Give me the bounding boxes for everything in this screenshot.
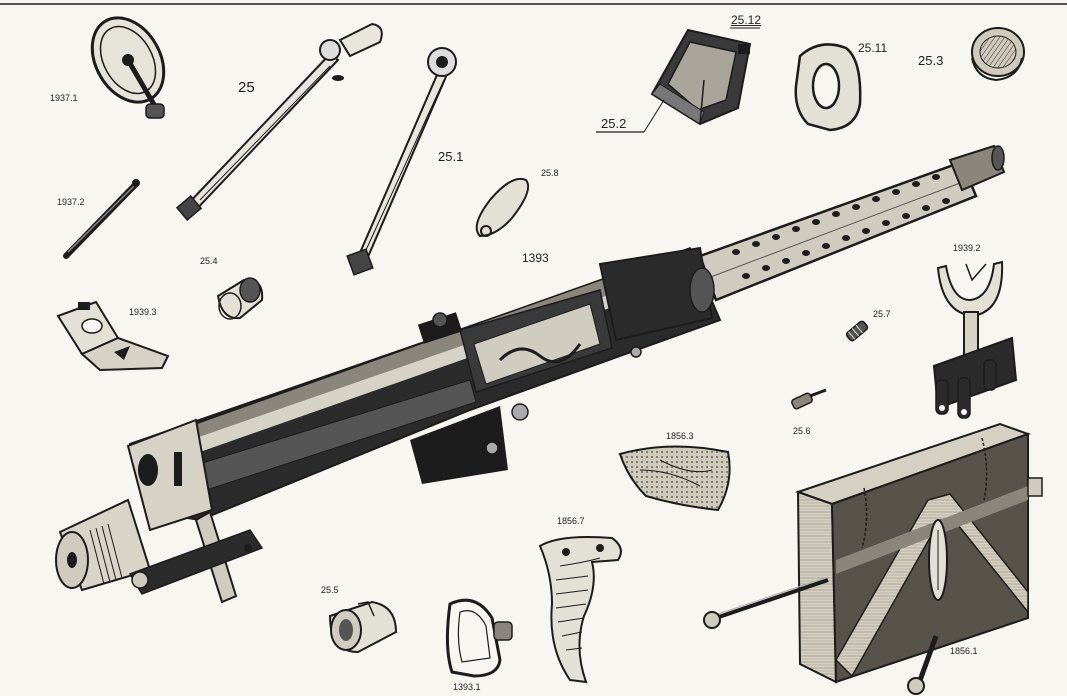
label-25-6: 25.6 [793,426,811,436]
label-1856-3: 1856.3 [666,431,694,441]
part-25-12-feed-guide [596,27,760,133]
label-25-2: 25.2 [601,116,627,131]
label-25-3: 25.3 [918,53,944,68]
part-1393-1-stirrup [445,598,513,678]
label-1937-1: 1937.1 [50,93,78,103]
part-25-4-bushing [216,277,264,320]
part-25-11-plate [794,43,862,132]
barrel-cooling-holes [732,174,950,279]
part-25-5-sleeve [328,600,398,654]
label-25-5: 25.5 [321,585,339,595]
label-25: 25 [238,79,255,96]
part-25-3-cap [971,27,1025,82]
part-1937-2-rod [63,179,140,259]
part-1856-7-link [538,536,622,684]
label-1393-1: 1393.1 [453,682,481,692]
label-1937-2: 1937.2 [57,197,85,207]
label-25-11: 25.11 [858,41,888,55]
part-1856-3-bag [618,445,731,512]
part-25-8-clip [475,178,530,238]
label-25-8: 25.8 [541,168,559,178]
label-25-1: 25.1 [438,149,464,164]
label-1939-3: 1939.3 [129,307,157,317]
label-1856-7: 1856.7 [557,516,585,526]
part-25-1-lever [346,47,457,276]
label-1393: 1393 [522,251,549,265]
label-1939-2: 1939.2 [953,243,981,253]
part-25-lever [175,22,383,221]
link-hatching [555,575,589,651]
part-1939-3-bracket [56,300,170,372]
label-1856-1: 1856.1 [950,646,978,656]
label-25-4: 25.4 [200,256,218,266]
part-1393-main-gun [55,144,1006,604]
label-25-7: 25.7 [873,309,891,319]
part-25-7-screw [845,320,869,342]
part-25-6-pin [791,388,827,410]
buffer-knurling [89,523,123,585]
part-1856-1-ammo-box [703,422,1043,695]
part-1939-2-mount [932,260,1018,419]
label-25-12: 25.12 [731,13,762,27]
part-1937-1-reel [90,16,166,119]
